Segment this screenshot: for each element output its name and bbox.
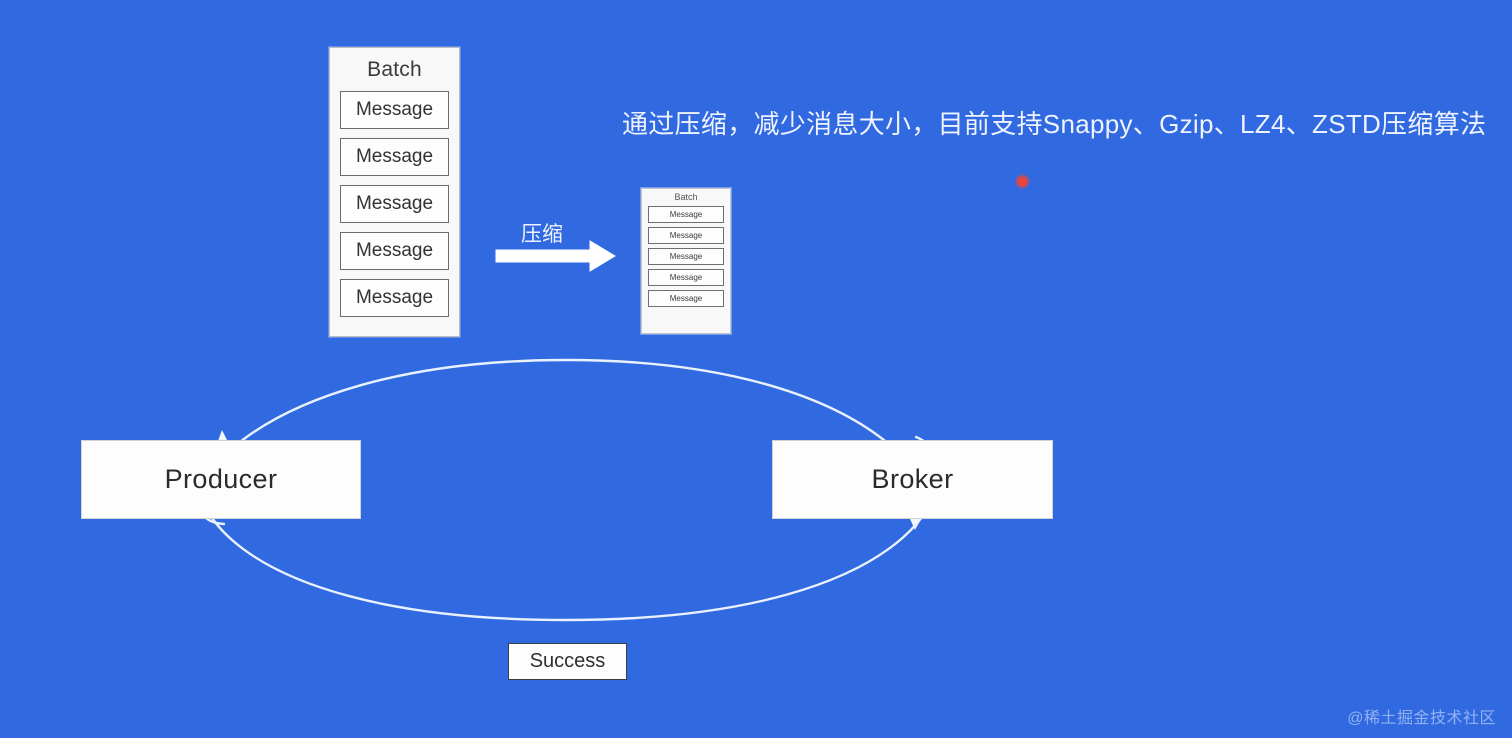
batch-small-message-5: Message [648, 290, 724, 307]
broker-node[interactable]: Broker [772, 440, 1053, 519]
success-label: Success [529, 650, 606, 672]
arrow-right-icon [495, 240, 616, 272]
batch-large-message-1: Message [340, 91, 449, 129]
batch-large-message-4: Message [340, 232, 449, 270]
cursor-dot-icon [1015, 174, 1030, 189]
success-node: Success [508, 643, 627, 680]
batch-small-box: Batch Message Message Message Message Me… [641, 188, 731, 334]
batch-large-message-3: Message [340, 185, 449, 223]
producer-label: Producer [164, 464, 278, 494]
batch-small-message-3: Message [648, 248, 724, 265]
batch-small-message-1: Message [648, 206, 724, 223]
batch-small-message-2: Message [648, 227, 724, 244]
batch-large-message-2: Message [340, 138, 449, 176]
batch-small-message-4: Message [648, 269, 724, 286]
batch-small-title: Batch [674, 192, 698, 202]
producer-node[interactable]: Producer [81, 440, 361, 519]
broker-label: Broker [871, 464, 954, 494]
headline-text: 通过压缩，减少消息大小，目前支持Snappy、Gzip、LZ4、ZSTD压缩算法 [622, 109, 1487, 139]
batch-large-box: Batch Message Message Message Message Me… [329, 47, 460, 337]
batch-large-message-5: Message [340, 279, 449, 317]
compression-label: 压缩 [521, 223, 563, 246]
watermark-text: @稀土掘金技术社区 [1347, 710, 1496, 727]
batch-large-title: Batch [367, 58, 422, 81]
